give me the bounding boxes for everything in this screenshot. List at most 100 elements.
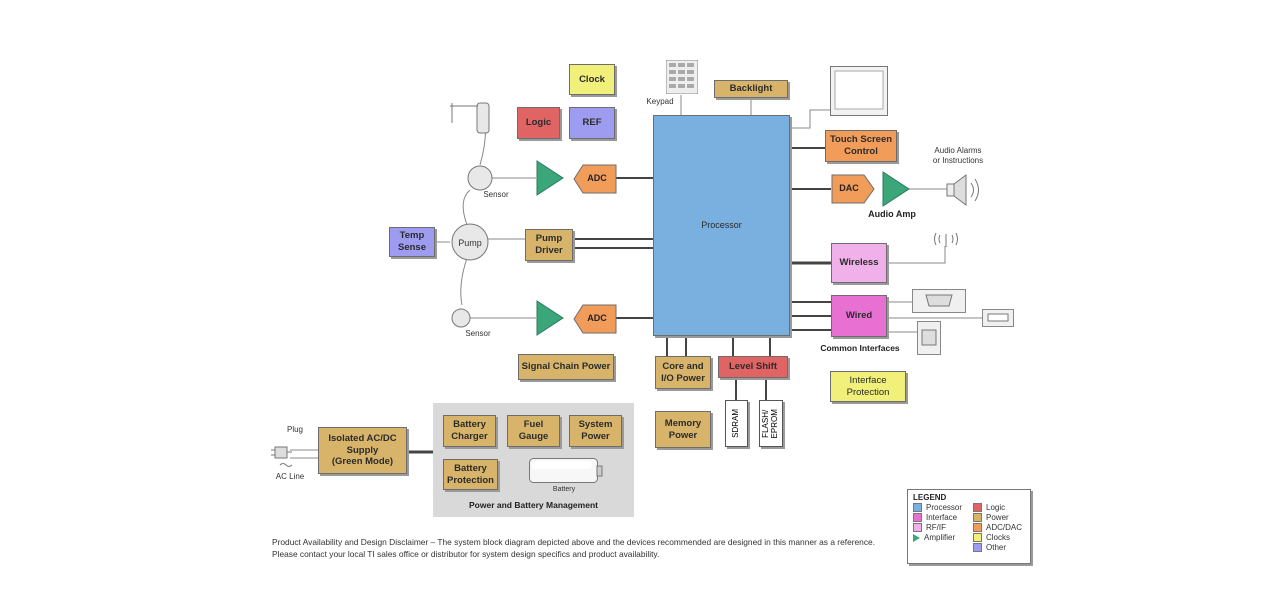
fuel-gauge-block: Fuel Gauge [507,415,560,447]
interface-protection-label: Interface Protection [846,374,890,398]
system-power-label: System Power [578,419,613,442]
memory-power-block: Memory Power [655,411,711,448]
signal-chain-power-label: Signal Chain Power [521,361,611,373]
logic-block: Logic [517,107,560,139]
amplifier-triangle-icon [913,533,920,542]
legend-item-processor: Processor [913,503,973,512]
legend-swatch [913,513,922,522]
battery-protection-label: Battery Protection [447,462,494,486]
adc-bottom-label: ADC [587,313,607,323]
ref-label: REF [582,117,602,129]
wired-block: Wired [831,295,887,337]
audio-alarms-label: Audio Alarms or Instructions [932,146,984,165]
backlight-label: Backlight [729,83,773,95]
temp-sense-label: Temp Sense [398,230,426,253]
flash-eprom-chip: FLASH/ EPROM [759,400,783,447]
level-shift-label: Level Shift [728,361,778,373]
pbm-title: Power and Battery Management [469,500,598,510]
amplifier-bottom-icon [536,300,564,336]
fuel-gauge-label: Fuel Gauge [518,419,549,442]
legend-item-label: Processor [926,503,963,512]
memory-power-label: Memory Power [664,417,702,441]
sdram-label: SDRAM [731,409,741,438]
isolated-ac-dc-supply-label: Isolated AC/DC Supply (Green Mode) [328,432,397,468]
pump-icon [451,223,489,261]
audio-amp-label: Audio Amp [868,209,916,219]
dac-shape [831,174,875,204]
adc-top-shape [573,164,617,194]
wired-label: Wired [845,310,873,322]
temp-sense-block: Temp Sense [389,227,435,257]
battery-icon [529,458,603,483]
sensor-top-label: Sensor [483,190,509,199]
display-icon [830,66,888,116]
usb-port-icon [982,309,1014,327]
legend-item-clocks: Clocks [973,533,1029,542]
interface-protection-block: Interface Protection [830,371,906,402]
dac-label: DAC [839,183,859,193]
battery-protection-block: Battery Protection [443,459,498,490]
battery-charger-block: Battery Charger [443,415,496,447]
legend-swatch [973,523,982,532]
amplifier-top-icon [536,160,564,196]
sensor-bottom-label: Sensor [465,329,491,338]
speaker-icon [946,174,979,206]
legend-item-label: Other [986,543,1007,552]
adc-bottom-shape [573,304,617,334]
keypad-icon [666,60,698,94]
legend-item-other: Other [973,543,1029,552]
flash-eprom-label: FLASH/ EPROM [761,408,779,439]
legend-item-rf-if: RF/IF [913,523,973,532]
level-shift-block: Level Shift [718,356,788,378]
pump-driver-block: Pump Driver [525,229,573,261]
ethernet-port-icon [917,321,941,355]
keypad-label: Keypad [646,97,674,106]
serial-port-icon [912,289,966,313]
legend-title: LEGEND [913,493,947,502]
processor-block: Processor [653,115,790,336]
adc-top-label: ADC [587,173,607,183]
legend-swatch [973,513,982,522]
audio-amp-icon [882,171,910,207]
wireless-block: Wireless [831,243,887,283]
legend-item-power: Power [973,513,1029,522]
ref-block: REF [569,107,615,139]
plug-icon [271,446,293,467]
clock-block: Clock [569,64,615,95]
legend-item-label: Power [986,513,1009,522]
pump-label: Pump [458,238,482,248]
pump-driver-label: Pump Driver [535,233,563,256]
common-interfaces-label: Common Interfaces [820,343,900,353]
backlight-block: Backlight [714,80,788,98]
battery-label: Battery [552,486,576,493]
legend-item-logic: Logic [973,503,1029,512]
antenna-icon [934,232,958,247]
sdram-chip: SDRAM [725,400,748,447]
legend-item-interface: Interface [913,513,973,522]
signal-chain-power-block: Signal Chain Power [518,354,614,380]
legend-swatch [973,533,982,542]
logic-label: Logic [525,117,552,129]
core-io-power-block: Core and I/O Power [655,356,711,389]
processor-label: Processor [701,219,742,230]
legend-swatch [973,503,982,512]
wireless-label: Wireless [839,257,879,269]
system-power-block: System Power [569,415,622,447]
design-disclaimer: Product Availability and Design Disclaim… [272,537,876,559]
legend-item-label: Amplifier [924,533,956,542]
plug-label: Plug [286,425,303,434]
legend-item-label: ADC/DAC [986,523,1023,532]
isolated-ac-dc-supply-block: Isolated AC/DC Supply (Green Mode) [318,427,407,474]
ac-line-label: AC Line [275,472,305,481]
legend-item-adc-dac: ADC/DAC [973,523,1029,532]
pump-assembly-graphic [450,102,493,328]
legend-item-label: Clocks [986,533,1011,542]
touch-screen-control-label: Touch Screen Control [829,134,893,157]
legend-item-label: RF/IF [926,523,946,532]
legend-item-label: Logic [986,503,1006,512]
legend-swatch [973,543,982,552]
battery-charger-label: Battery Charger [451,419,488,442]
